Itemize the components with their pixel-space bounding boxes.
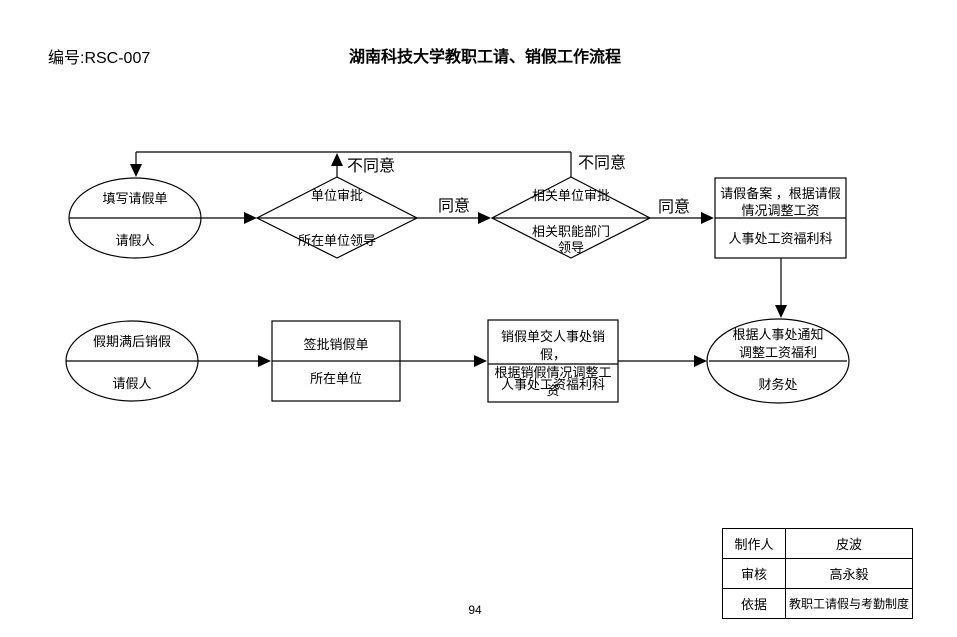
leave-record-line2: 情况调整工资 bbox=[741, 203, 820, 218]
info-value-maker: 皮波 bbox=[785, 528, 913, 559]
unit-approval-action: 单位审批 bbox=[310, 188, 363, 203]
fill-leave-form-action: 填写请假单 bbox=[102, 191, 168, 206]
related-unit-role-line1: 相关职能部门 bbox=[531, 224, 610, 239]
fill-leave-form-role: 请假人 bbox=[115, 233, 155, 248]
report-back-action: 假期满后销假 bbox=[92, 334, 171, 349]
finance-line2: 调整工资福利 bbox=[738, 345, 817, 360]
finance-dept: 财务处 bbox=[758, 377, 798, 392]
info-table: 制作人 皮波 审核 高永毅 依据 教职工请假与考勤制度 bbox=[722, 528, 913, 619]
info-label-basis: 依据 bbox=[722, 588, 786, 619]
unit-approval-diamond bbox=[255, 176, 419, 259]
info-value-reviewer: 高永毅 bbox=[785, 558, 913, 589]
related-unit-role-line2: 领导 bbox=[557, 240, 584, 255]
cancel-leave-action: 销假单交人事处销假， 根据销假情况调整工资 bbox=[489, 328, 617, 400]
arrowhead-into-diamond1 bbox=[244, 212, 257, 224]
arrowhead-into-cancel-box bbox=[474, 355, 487, 367]
related-unit-approval-action: 相关单位审批 bbox=[531, 188, 610, 203]
report-back-role: 请假人 bbox=[112, 376, 152, 391]
info-value-basis: 教职工请假与考勤制度 bbox=[785, 588, 913, 619]
cancel-leave-line2: 根据销假情况调整工资 bbox=[494, 365, 612, 398]
finance-line1: 根据人事处通知 bbox=[732, 327, 824, 342]
agree-label-1: 同意 bbox=[438, 198, 471, 215]
page-number: 94 bbox=[468, 603, 482, 617]
arrowhead-into-sign-box bbox=[258, 355, 271, 367]
related-unit-approval-diamond bbox=[490, 176, 652, 259]
table-row: 制作人 皮波 bbox=[722, 528, 913, 559]
sign-cancel-action: 签批销假单 bbox=[303, 337, 369, 352]
arrowhead-into-ellipse1-top bbox=[130, 164, 142, 177]
leave-record-action: 请假备案 ，根据请假 情况调整工资 bbox=[716, 185, 845, 219]
arrowhead-into-diamond2 bbox=[478, 212, 491, 224]
doc-number: 编号:RSC-007 bbox=[48, 50, 151, 67]
leave-record-line1: 请假备案 ，根据请假 bbox=[720, 186, 841, 201]
info-label-reviewer: 审核 bbox=[722, 558, 786, 589]
arrowhead-into-ellipse4-top bbox=[775, 305, 787, 318]
finance-action: 根据人事处通知 调整工资福利 bbox=[708, 326, 848, 362]
arrowhead-into-record-box bbox=[701, 212, 714, 224]
agree-label-2: 同意 bbox=[658, 199, 691, 216]
disagree-label-2: 不同意 bbox=[578, 155, 627, 172]
unit-approval-role: 所在单位领导 bbox=[297, 233, 376, 248]
related-unit-approval-role: 相关职能部门 领导 bbox=[511, 224, 631, 256]
cancel-leave-dept: 人事处工资福利科 bbox=[500, 377, 605, 392]
table-row: 审核 高永毅 bbox=[722, 558, 913, 589]
leave-record-dept: 人事处工资福利科 bbox=[728, 231, 833, 246]
table-row: 依据 教职工请假与考勤制度 bbox=[722, 588, 913, 619]
arrowhead-into-ellipse4-left bbox=[694, 355, 707, 367]
page-title: 湖南科技大学教职工请、销假工作流程 bbox=[348, 49, 621, 66]
info-label-maker: 制作人 bbox=[722, 528, 786, 559]
disagree-label-1: 不同意 bbox=[347, 158, 396, 175]
arrowhead-up-from-diamond1 bbox=[331, 153, 343, 166]
sign-cancel-dept: 所在单位 bbox=[309, 371, 362, 386]
cancel-leave-line1: 销假单交人事处销假， bbox=[500, 329, 605, 362]
